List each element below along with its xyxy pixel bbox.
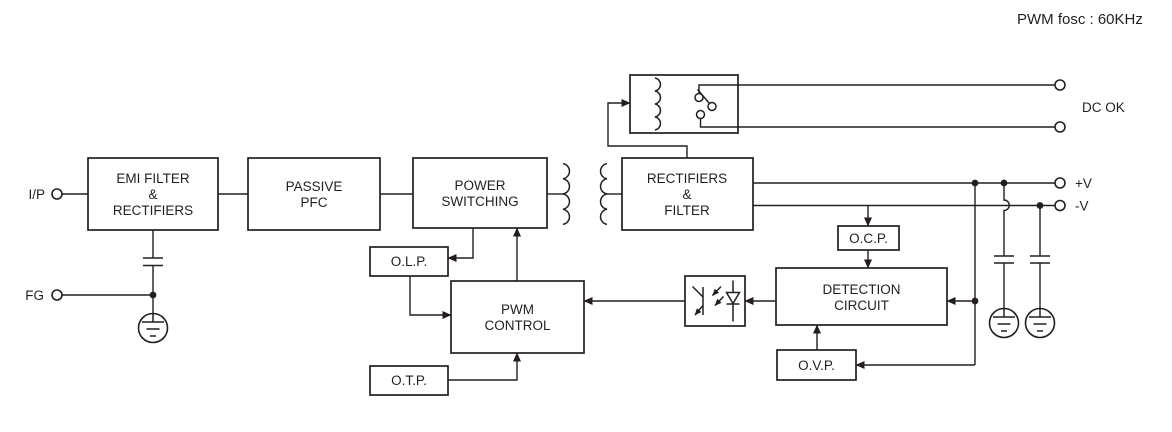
light-arrow-2 [714, 295, 725, 307]
earth-ground-icon [1024, 307, 1056, 339]
block-rectifiers-filter: RECTIFIERS & FILTER [621, 157, 754, 231]
dcok-terminal-top [1054, 79, 1066, 91]
ip-terminal [51, 188, 63, 200]
block-ovp: O.V.P. [776, 349, 857, 381]
led-triangle [725, 291, 741, 305]
passive-pfc-label-2: PFC [301, 195, 328, 210]
pwm-fosc-annotation: PWM fosc : 60KHz [1017, 11, 1143, 28]
pwm-control-label-1: PWM [501, 302, 534, 317]
optocoupler-icon [684, 275, 746, 327]
block-ocp: O.C.P. [837, 225, 900, 251]
v-plus-label: +V [1075, 176, 1092, 191]
v-minus-terminal [1054, 199, 1066, 212]
emi-filter-label-1: EMI FILTER [116, 171, 190, 186]
wire-vplus-to-cap1-with-hop [1003, 183, 1010, 256]
phototransistor-collector [691, 285, 704, 298]
junction-dot-sense [971, 297, 979, 305]
earth-ground-icon [137, 312, 169, 344]
relay-contact-common [707, 101, 717, 112]
junction-dot-vplus-1 [971, 179, 979, 187]
ovp-label: O.V.P. [798, 358, 835, 373]
block-detection-circuit: DETECTION CIRCUIT [775, 267, 948, 326]
wire-olp-to-pwm [409, 276, 452, 319]
otp-label: O.T.P. [391, 373, 427, 388]
phototransistor-emitter [694, 305, 704, 316]
detection-circuit-label-2: CIRCUIT [834, 298, 889, 313]
passive-pfc-label-1: PASSIVE [286, 179, 343, 194]
transformer-primary-coil [562, 162, 571, 226]
wire-relay-to-dcok-top [698, 84, 1055, 94]
emi-filter-label-3: RECTIFIERS [113, 203, 193, 218]
wire-power-switching-to-olp [447, 228, 474, 262]
transformer-secondary-coil [599, 162, 608, 226]
capacitor-icon [1030, 255, 1050, 264]
rectifiers-filter-label-1: RECTIFIERS [647, 171, 727, 186]
block-otp: O.T.P. [369, 365, 449, 396]
fg-terminal [51, 289, 63, 301]
power-switching-label-1: POWER [454, 178, 505, 193]
block-olp: O.L.P. [369, 246, 449, 277]
transformer-icon [547, 162, 622, 226]
rectifiers-filter-label-2: & [682, 187, 691, 202]
junction-dot-fg [149, 291, 157, 299]
olp-label: O.L.P. [391, 254, 428, 269]
block-passive-pfc: PASSIVE PFC [247, 157, 381, 231]
wire-relay-to-dcok-bottom [699, 118, 1055, 128]
relay-icon [629, 74, 739, 134]
rectifiers-filter-label-3: FILTER [664, 203, 710, 218]
fg-terminal-label: FG [25, 288, 44, 303]
v-minus-label: -V [1075, 199, 1089, 214]
ip-terminal-label: I/P [28, 187, 45, 202]
relay-coil [654, 77, 662, 131]
pwm-control-label-2: CONTROL [484, 318, 550, 333]
block-power-switching: POWER SWITCHING [412, 157, 548, 229]
wire-rectifiers-to-relay [607, 99, 688, 158]
capacitor-icon [994, 255, 1014, 264]
block-pwm-control: PWM CONTROL [450, 280, 585, 354]
light-arrow-1 [711, 285, 722, 297]
ocp-label: O.C.P. [849, 231, 888, 246]
wire-otp-to-pwm [448, 352, 521, 381]
earth-ground-icon [988, 307, 1020, 339]
block-emi-filter: EMI FILTER & RECTIFIERS [87, 157, 219, 231]
emi-filter-label-2: & [148, 187, 157, 202]
v-plus-terminal [1054, 177, 1066, 189]
capacitor-icon [143, 257, 163, 267]
power-switching-label-2: SWITCHING [441, 194, 518, 209]
detection-circuit-label-1: DETECTION [822, 282, 900, 297]
dcok-terminal-bottom [1054, 121, 1066, 133]
dcok-label: DC OK [1082, 100, 1125, 115]
